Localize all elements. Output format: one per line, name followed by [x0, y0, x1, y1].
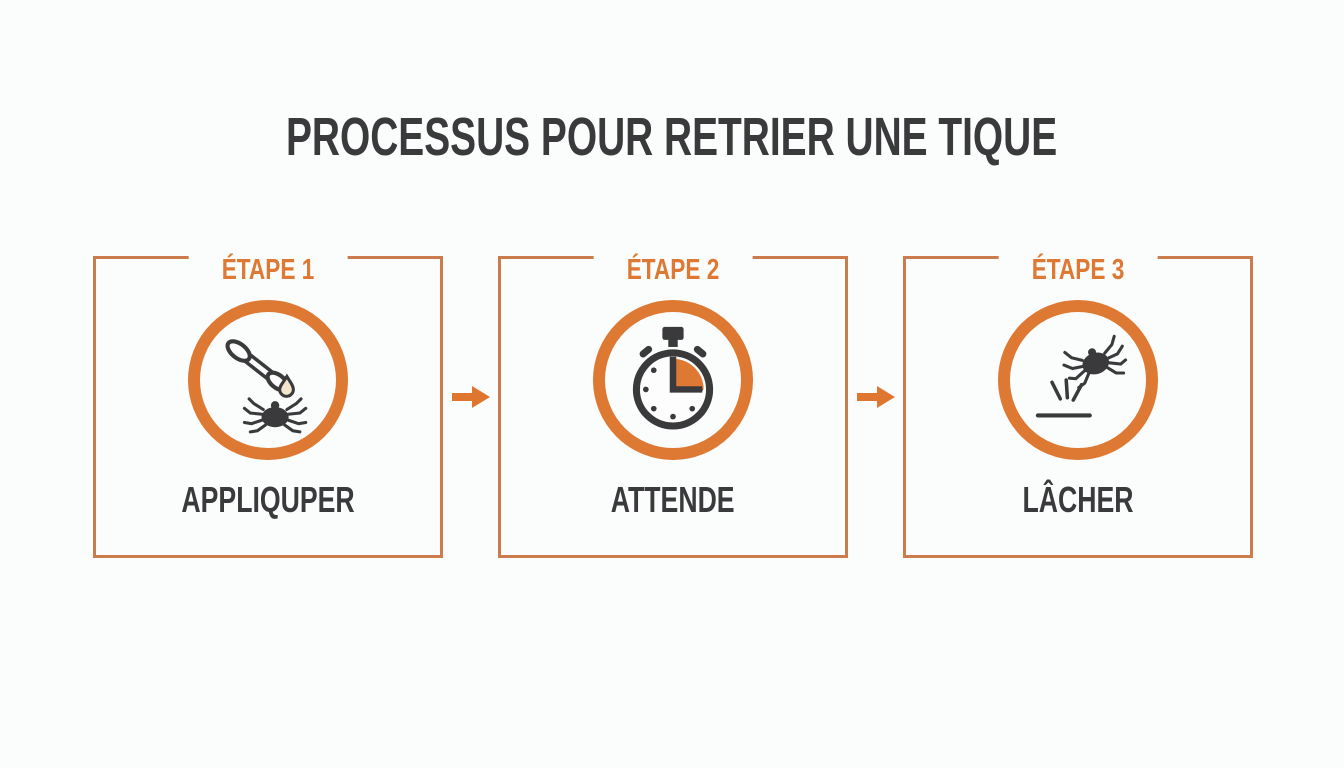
step-3-label-text: ÉTAPE 3 — [1031, 254, 1125, 286]
step-card-2: ÉTAPE 2 — [498, 252, 848, 558]
step-3-caption-text: LÂCHER — [1022, 479, 1134, 520]
step-1-caption: APPLIQUPER — [96, 480, 440, 520]
page-title-text: PROCESSUS POUR RETRIER UNE TIQUE — [286, 107, 1058, 167]
stopwatch-icon — [632, 326, 714, 430]
step-2-caption-text: ATTENDE — [611, 479, 735, 520]
step-1-label: ÉTAPE 1 — [188, 252, 348, 293]
step-1-caption-text: APPLIQUPER — [181, 479, 355, 520]
arrow-right-icon — [451, 386, 490, 408]
step-2-caption: ATTENDE — [501, 480, 845, 520]
step-3-caption: LÂCHER — [906, 480, 1250, 520]
step-3-label: ÉTAPE 3 — [998, 252, 1158, 293]
steps-row: ÉTAPE 1 — [93, 252, 1253, 558]
step-2-circle — [593, 300, 753, 460]
step-card-3: ÉTAPE 3 — [903, 252, 1253, 558]
arrow-spacer-1 — [443, 256, 498, 558]
step-card-1: ÉTAPE 1 — [93, 252, 443, 558]
arrow-spacer-2 — [848, 256, 903, 558]
arrow-right-icon — [856, 386, 895, 408]
step-3-circle — [998, 300, 1158, 460]
page-title: PROCESSUS POUR RETRIER UNE TIQUE — [0, 110, 1344, 164]
step-1-circle — [188, 300, 348, 460]
swab-drop-tick-icon — [225, 339, 308, 434]
step-1-label-text: ÉTAPE 1 — [221, 254, 315, 286]
tick-jump-icon — [1035, 334, 1128, 418]
step-2-label: ÉTAPE 2 — [593, 252, 753, 293]
step-2-label-text: ÉTAPE 2 — [626, 254, 720, 286]
